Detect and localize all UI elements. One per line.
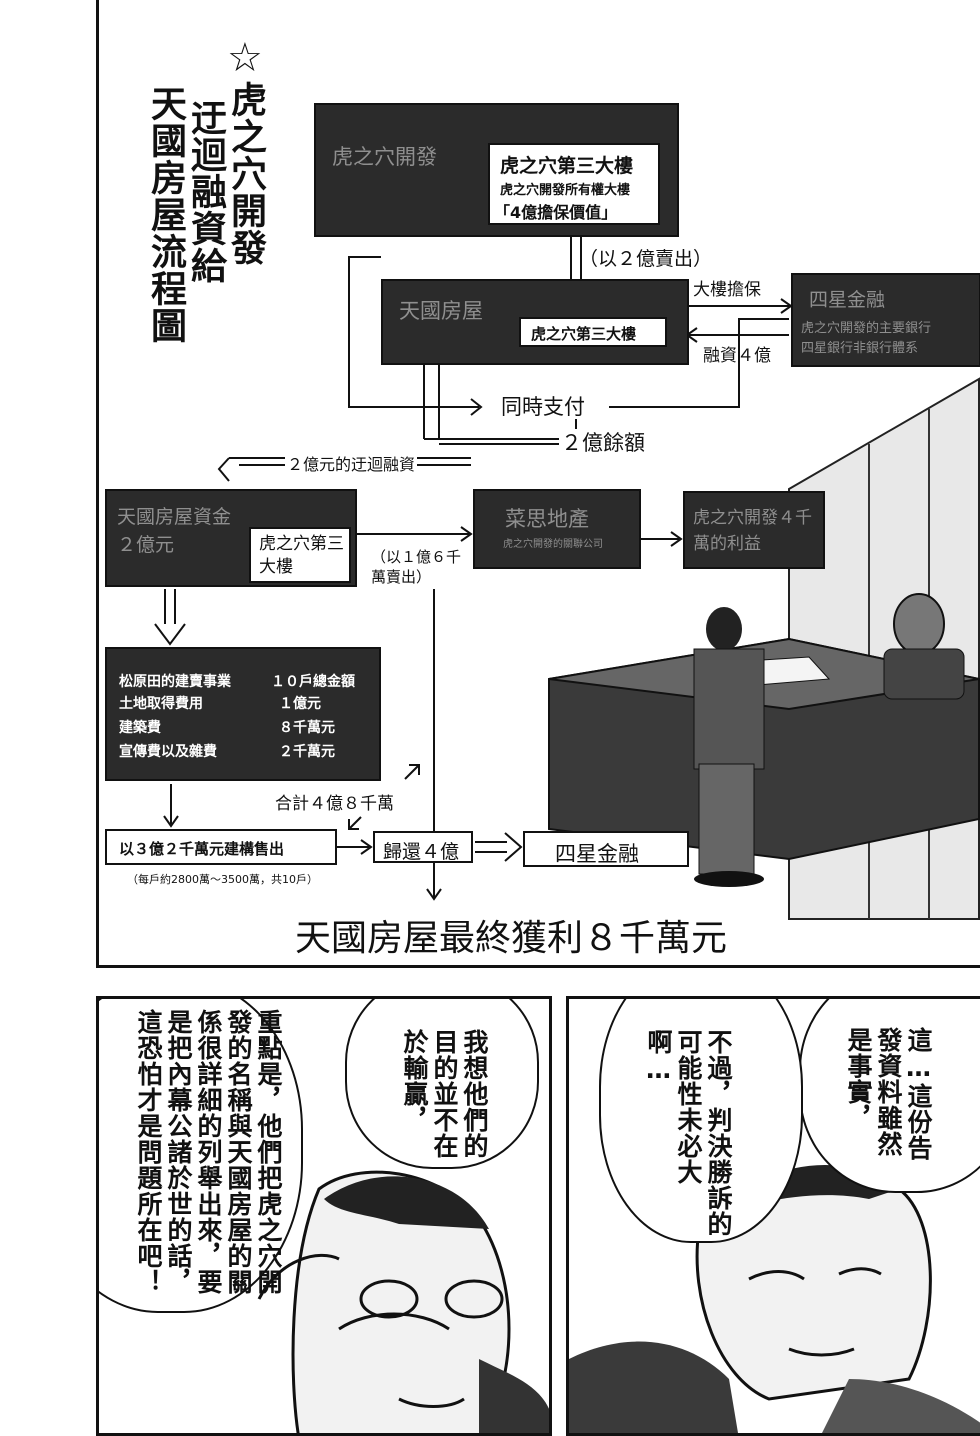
project-row-amount: ２千萬元 — [279, 744, 335, 760]
toranoana-dev-label: 虎之穴開發 — [332, 145, 437, 169]
sold-32-label: 以３億２千萬元建構售出 — [119, 840, 285, 858]
speech-line: 不過，判決勝訴的 — [704, 1029, 733, 1237]
speech-line: 是把內幕公諸於世的話， — [164, 1009, 193, 1295]
remaining-label: ２億餘額 — [561, 431, 645, 455]
profit-box: 虎之穴開發４千萬的利益 — [683, 491, 825, 569]
final-profit-caption: 天國房屋最終獲利８千萬元 — [291, 909, 732, 961]
speech-line: 是事實， — [844, 1027, 873, 1131]
project-row-item: 土地取得費用 — [119, 696, 203, 712]
funds-building-label: 虎之穴第三大樓 — [259, 534, 344, 577]
funds-box: 天國房屋資金２億元 虎之穴第三大樓 — [105, 489, 357, 587]
office-illustration — [548, 377, 980, 920]
speech-bubble-right-b — [599, 999, 803, 1243]
tengoku-label: 天國房屋 — [399, 299, 483, 323]
speech-line: 發資料雖然 — [874, 1027, 903, 1157]
nasu-box: 菜思地產 虎之穴開發的關聯公司 — [473, 489, 641, 569]
project-cost-table: 松原田的建賣事業 １０戶總金額 土地取得費用 １億元 建築費 ８千萬元 宣傳費以… — [105, 647, 381, 781]
project-row-item: 建築費 — [119, 720, 161, 736]
financing-label: 融資４億 — [703, 346, 771, 366]
sold-32-box: 以３億２千萬元建構售出 — [105, 829, 337, 865]
building-owner: 虎之穴開發所有權大樓 — [500, 183, 631, 198]
funds-building-box: 虎之穴第三大樓 — [249, 527, 351, 583]
yotsuboshi-final-box: 四星金融 — [523, 831, 689, 867]
speech-line: 重點是，他們把虎之穴開 — [254, 1009, 283, 1295]
total-label: 合計４億８千萬 — [275, 794, 394, 814]
speech-line: 我想他們的 — [460, 1029, 489, 1159]
tengoku-building-label: 虎之穴第三大樓 — [531, 325, 637, 343]
per-unit-note: （每戶約2800萬～3500萬，共10戶） — [127, 873, 318, 886]
project-row-item: 宣傳費以及雜費 — [119, 744, 217, 760]
speech-line: 這恐怕才是問題所在吧！ — [134, 1009, 163, 1295]
yotsuboshi-desc-1: 虎之穴開發的主要銀行 — [801, 321, 932, 336]
yotsuboshi-desc-2: 四星銀行非銀行體系 — [801, 341, 919, 356]
top-panel: ☆ 虎之穴開發 迂迴融資給 天國房屋流程圖 — [96, 0, 980, 968]
title-col-1: 虎之穴開發 — [225, 81, 266, 266]
yotsuboshi-box: 四星金融 虎之穴開發的主要銀行 四星銀行非銀行體系 — [791, 273, 980, 367]
speech-text-right-b: 不過，判決勝訴的 可能性未必大啊… — [643, 1029, 733, 1239]
title-col-2: 迂迴融資給 — [185, 99, 226, 284]
project-header-left: 松原田的建賣事業 — [119, 674, 231, 690]
speech-line: 發的名稱與天國房屋的關 — [224, 1009, 253, 1295]
title-col-3: 天國房屋流程圖 — [145, 85, 186, 344]
project-header-right: １０戶總金額 — [271, 674, 355, 690]
bottom-left-panel: 重點是，他們把虎之穴開 發的名稱與天國房屋的關 係很詳細的列舉出來，要 是把內幕… — [96, 996, 552, 1436]
toranoana-dev-box: 虎之穴開發 虎之穴第三大樓 虎之穴開發所有權大樓 「4億擔保價值」 — [314, 103, 679, 237]
speech-bubble-right-a — [799, 999, 980, 1193]
speech-line: 可能性未必大啊… — [644, 1029, 703, 1185]
tengoku-box: 天國房屋 虎之穴第三大樓 — [381, 279, 689, 365]
nasu-sub-label: 虎之穴開發的關聯公司 — [503, 539, 603, 550]
building-info-box: 虎之穴第三大樓 虎之穴開發所有權大樓 「4億擔保價值」 — [488, 143, 660, 225]
project-row-amount: １億元 — [279, 696, 321, 712]
detour-label: ２億元的迂迴融資 — [285, 451, 418, 475]
speech-bubble-left-a — [99, 999, 303, 1313]
building-value: 「4億擔保價值」 — [494, 203, 618, 222]
return-label: 歸還４億 — [383, 841, 460, 863]
return-box: 歸還４億 — [373, 831, 473, 863]
pay-same-time-label: 同時支付 — [501, 395, 585, 419]
sold-16-label: （以１億６千萬賣出） — [371, 548, 462, 586]
sold-for-2-label: （以２億賣出） — [579, 248, 713, 270]
lawyer-illustration — [257, 1170, 549, 1433]
speech-text-right-a: 這…這份告 發資料雖然 是事實， — [843, 1027, 933, 1167]
speech-line: 目的並不在 — [430, 1029, 459, 1159]
building-name: 虎之穴第三大樓 — [500, 155, 634, 177]
speech-text-left-a: 重點是，他們把虎之穴開 發的名稱與天國房屋的關 係很詳細的列舉出來，要 是把內幕… — [133, 1009, 283, 1309]
funds-label: 天國房屋資金２億元 — [117, 506, 232, 556]
tengoku-building-box: 虎之穴第三大樓 — [519, 317, 667, 347]
speech-line: 於輸贏， — [400, 1029, 429, 1133]
project-row-amount: ８千萬元 — [279, 720, 335, 736]
speech-bubble-left-b — [345, 999, 539, 1169]
bottom-right-panel: 這…這份告 發資料雖然 是事實， 不過，判決勝訴的 可能性未必大啊… — [566, 996, 980, 1436]
speech-text-left-b: 我想他們的 目的並不在 於輸贏， — [399, 1029, 489, 1169]
speech-line: 係很詳細的列舉出來，要 — [194, 1009, 223, 1295]
speech-line: 這…這份告 — [904, 1027, 933, 1161]
title-star: ☆ — [227, 35, 263, 81]
yotsuboshi-final-label: 四星金融 — [555, 842, 639, 866]
nasu-label: 菜思地產 — [505, 507, 589, 531]
collateral-label: 大樓擔保 — [693, 280, 761, 300]
yotsuboshi-label: 四星金融 — [809, 289, 886, 311]
profit-label: 虎之穴開發４千萬的利益 — [693, 508, 812, 554]
